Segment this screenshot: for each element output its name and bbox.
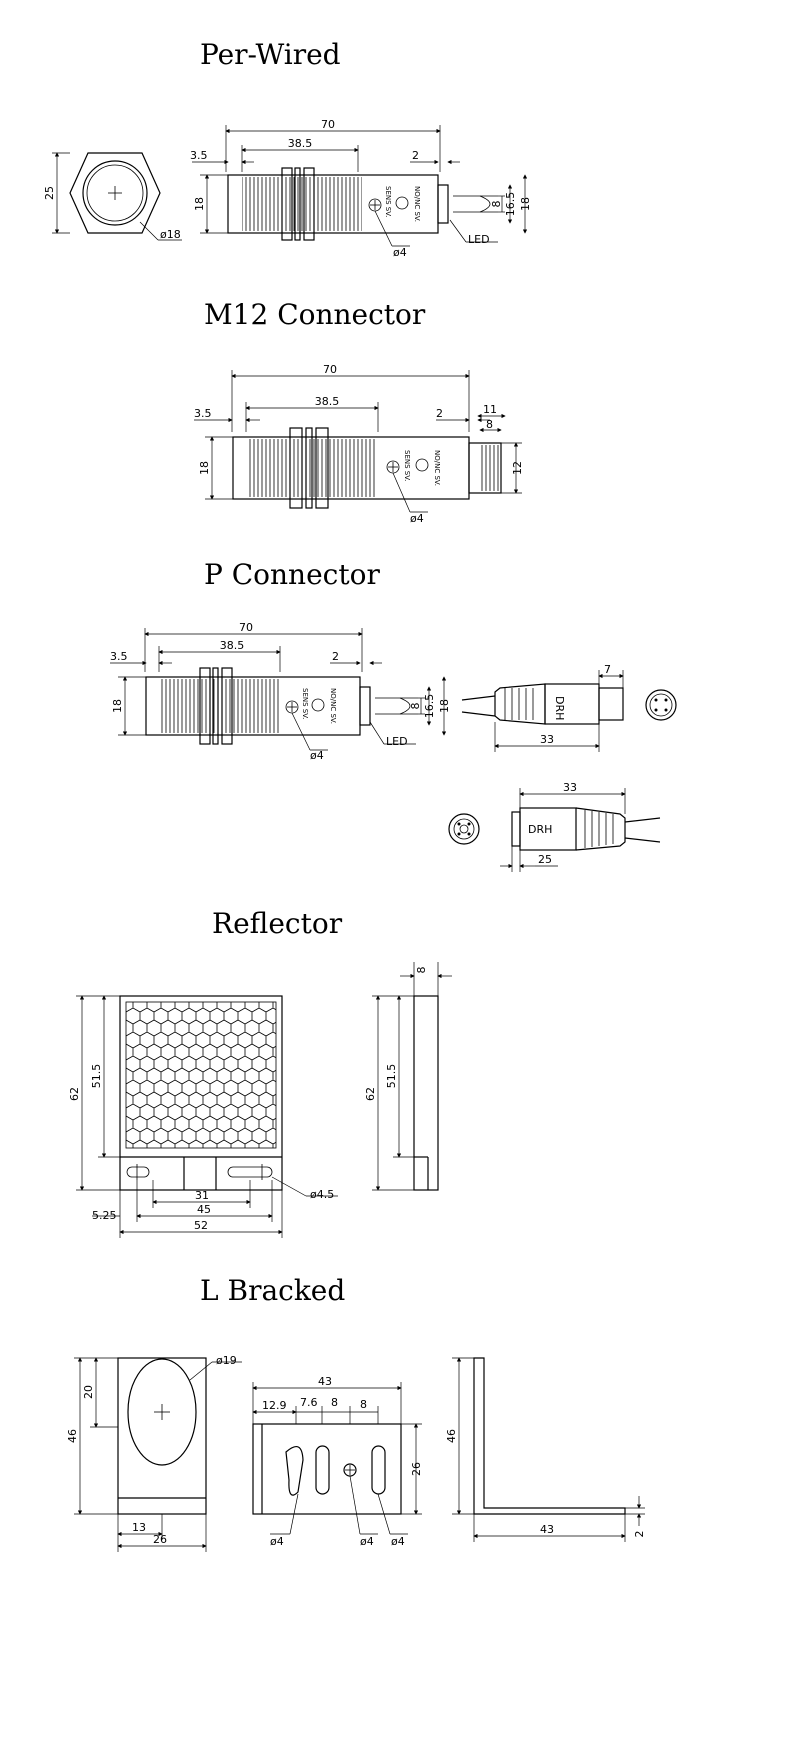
pconn-nut-dim: 3.5	[110, 650, 128, 663]
bracket-w26: 26	[153, 1533, 167, 1546]
bracket-side43: 43	[540, 1523, 554, 1536]
m12-sens-label: SENS SV.	[403, 450, 411, 481]
reflector-side515: 51.5	[385, 1064, 398, 1089]
reflector-d31: 31	[195, 1189, 209, 1202]
pconn-plug: DRH 7 33	[461, 663, 677, 752]
perwired-cable8: 8	[490, 201, 503, 208]
reflector-d52: 52	[194, 1219, 208, 1232]
pconn-cable18: 18	[438, 699, 451, 713]
pconn-overall-dim: 70	[239, 621, 253, 634]
reflector-d525: 5.25	[92, 1209, 117, 1222]
perwired-end-view: 25 ø18	[43, 152, 182, 241]
perwired-nut-dim: 3.5	[190, 149, 208, 162]
section-pconn: P Connector SENS SV. NO/NC SV. 70 38.5 3…	[110, 558, 677, 872]
pconn-plug7: 7	[604, 663, 611, 676]
perwired-tip-dim: 2	[412, 149, 419, 162]
bracket-hole1: ø4	[270, 1535, 284, 1548]
section-reflector: Reflector 62 51.5 31 45 52 5.25 ø4.5	[68, 907, 452, 1238]
bracket-hole2: ø4	[360, 1535, 374, 1548]
reflector-title: Reflector	[212, 907, 343, 940]
section-m12: M12 Connector SENS SV. NO/NC SV. 70 38.5…	[194, 298, 524, 525]
pconn-cable165: 16.5	[423, 694, 436, 719]
bracket-side46: 46	[445, 1429, 458, 1443]
bracket-d8a: 8	[331, 1396, 338, 1409]
bracket-hole3: ø4	[391, 1535, 405, 1548]
reflector-h62: 62	[68, 1087, 81, 1101]
pconn-socket33: 33	[563, 781, 577, 794]
m12-overall-dim: 70	[323, 363, 337, 376]
section-bracket: L Bracked 46 20 13 26 ø19	[66, 1274, 646, 1552]
m12-nut-dim: 3.5	[194, 407, 212, 420]
pconn-sens-label: SENS SV.	[301, 688, 309, 719]
m12-title: M12 Connector	[204, 298, 426, 331]
perwired-body-h: 18	[193, 197, 206, 211]
m12-nonc-label: NO/NC SV.	[433, 450, 441, 486]
pconn-thread-dim: 38.5	[220, 639, 245, 652]
perwired-title: Per-Wired	[200, 38, 341, 71]
pconn-tip-dim: 2	[332, 650, 339, 663]
bracket-h46: 46	[66, 1429, 79, 1443]
m12-conn8: 8	[486, 418, 493, 431]
m12-tip-dim: 2	[436, 407, 443, 420]
pconn-body-h: 18	[111, 699, 124, 713]
bracket-d76: 7.6	[300, 1396, 318, 1409]
bracket-side2: 2	[633, 1531, 646, 1538]
pconn-plug33: 33	[540, 733, 554, 746]
perwired-dia-label: ø18	[160, 228, 181, 241]
perwired-side-view: SENS SV. NO/NC SV. 70 38.5 3.5 2 18 8	[190, 118, 532, 259]
section-perwired: Per-Wired 25 ø18	[43, 38, 532, 259]
pconn-hole: ø4	[310, 749, 324, 762]
pconn-plug-drh: DRH	[553, 696, 566, 720]
perwired-cable18: 18	[519, 197, 532, 211]
bracket-h26: 26	[410, 1462, 423, 1476]
bracket-h20: 20	[82, 1385, 95, 1399]
bracket-d129: 12.9	[262, 1399, 287, 1412]
reflector-side62: 62	[364, 1087, 377, 1101]
perwired-led: LED	[468, 233, 490, 246]
perwired-thread-dim: 38.5	[288, 137, 313, 150]
reflector-hole: ø4.5	[310, 1188, 334, 1201]
pconn-cable8: 8	[409, 703, 422, 710]
bracket-d8b: 8	[360, 1398, 367, 1411]
pconn-socket25: 25	[538, 853, 552, 866]
pconn-socket: DRH 33 25	[448, 781, 661, 872]
reflector-h515: 51.5	[90, 1064, 103, 1089]
bracket-top43: 43	[318, 1375, 332, 1388]
m12-thread-dim: 38.5	[315, 395, 340, 408]
bracket-title: L Bracked	[200, 1274, 345, 1307]
perwired-hex-dim: 25	[43, 186, 56, 200]
pconn-nonc-label: NO/NC SV.	[329, 688, 337, 724]
bracket-d19: ø19	[216, 1354, 237, 1367]
perwired-sens-label: SENS SV.	[384, 186, 392, 217]
pconn-title: P Connector	[204, 558, 380, 591]
m12-conn11: 11	[483, 403, 497, 416]
perwired-hole: ø4	[393, 246, 407, 259]
pconn-led: LED	[386, 735, 408, 748]
m12-conn12: 12	[511, 461, 524, 475]
m12-body-h: 18	[198, 461, 211, 475]
reflector-side8: 8	[415, 967, 428, 974]
perwired-overall-dim: 70	[321, 118, 335, 131]
m12-hole: ø4	[410, 512, 424, 525]
pconn-socket-drh: DRH	[528, 823, 552, 836]
perwired-cable165: 16.5	[504, 192, 517, 217]
bracket-w13: 13	[132, 1521, 146, 1534]
reflector-d45: 45	[197, 1203, 211, 1216]
perwired-nonc-label: NO/NC SV.	[413, 186, 421, 222]
